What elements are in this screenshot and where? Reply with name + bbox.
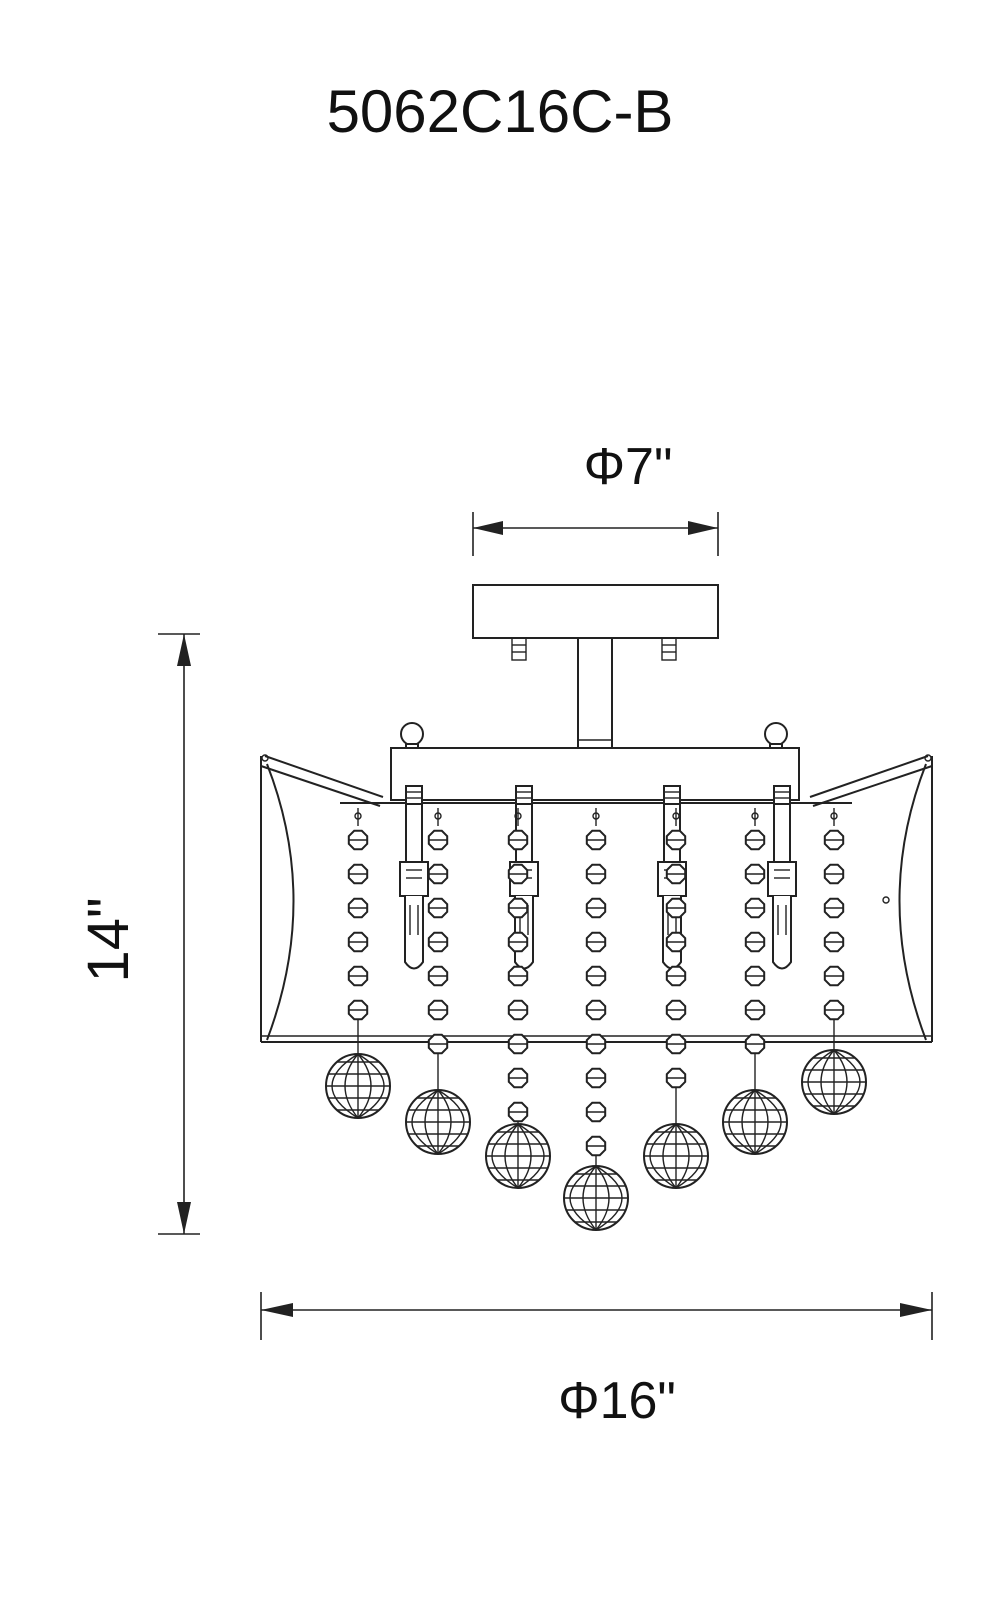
crystal-ball — [801, 1049, 867, 1115]
top-diameter-dimension: Φ7" — [472, 438, 719, 556]
crystal-ball — [563, 1165, 629, 1231]
crystal-strand — [563, 808, 629, 1231]
crystal-strand — [722, 808, 788, 1155]
canopy-screw-left — [511, 637, 527, 661]
lamp-socket — [399, 785, 429, 970]
height-dimension: 14" — [76, 633, 200, 1235]
crystal-ball — [722, 1089, 788, 1155]
crystal-ball — [325, 1053, 391, 1119]
top-diameter-label: Φ7" — [584, 438, 673, 496]
bottom-diameter-label: Φ16" — [558, 1372, 676, 1430]
finial-right — [764, 722, 788, 750]
crystal-strand — [485, 808, 551, 1189]
model-number-title: 5062C16C-B — [327, 78, 674, 145]
ceiling-canopy — [472, 584, 719, 639]
mounting-plate — [390, 747, 800, 801]
bottom-diameter-dimension: Φ16" — [260, 1292, 933, 1430]
crystal-strand — [405, 808, 471, 1155]
crystal-ball — [485, 1123, 551, 1189]
finial-left — [400, 722, 424, 750]
canopy-screw-right — [661, 637, 677, 661]
chandelier-illustration — [260, 584, 933, 1231]
crystal-ball — [643, 1123, 709, 1189]
crystal-strand — [801, 808, 867, 1115]
crystal-strand — [325, 808, 391, 1119]
crystal-ball — [405, 1089, 471, 1155]
lamp-socket — [767, 785, 797, 970]
stem-rod — [577, 637, 613, 749]
crystal-strand — [643, 808, 709, 1189]
height-label: 14" — [76, 897, 141, 982]
